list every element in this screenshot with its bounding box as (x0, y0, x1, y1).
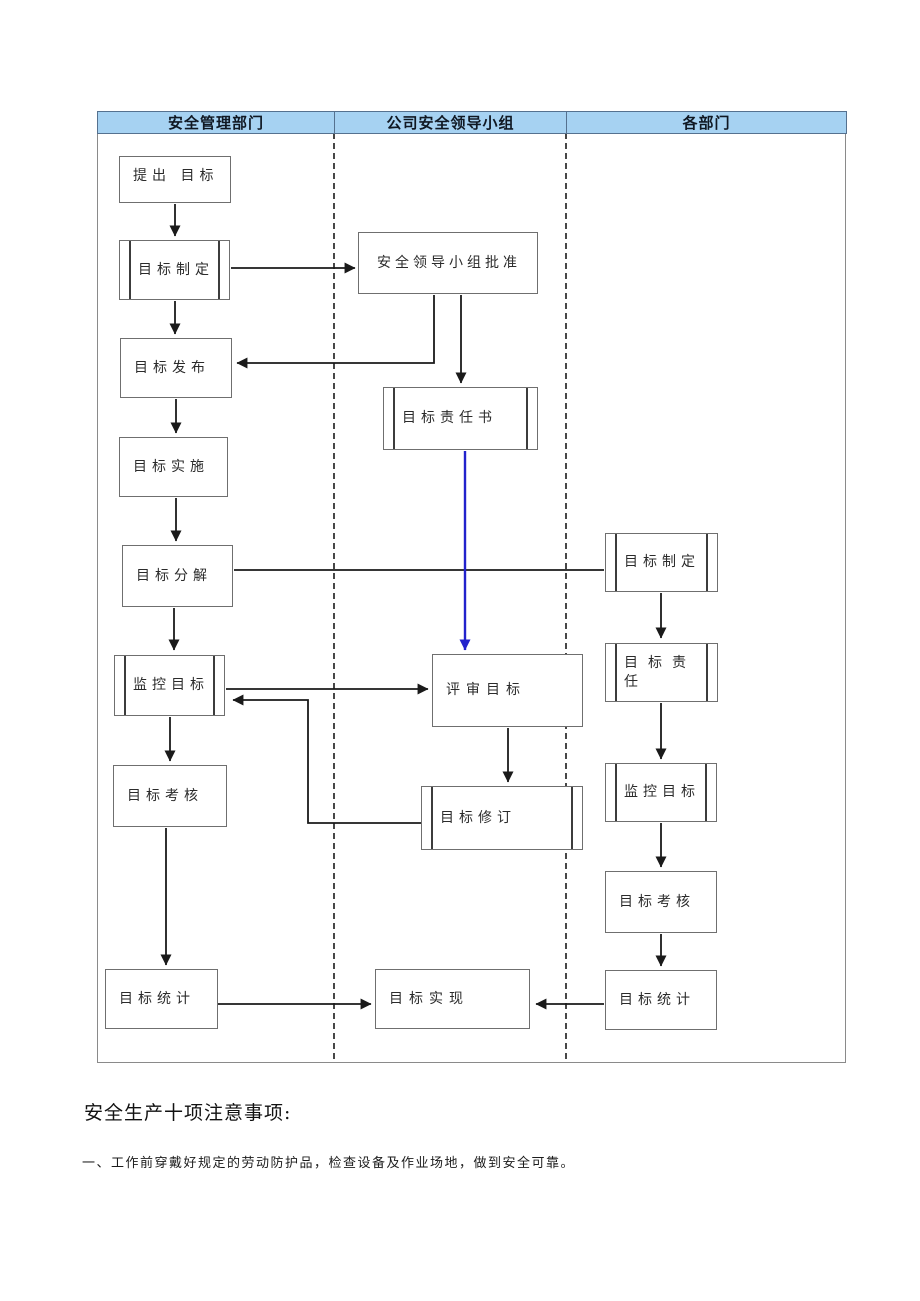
box-goal-assessment-right: 目标考核 (605, 871, 717, 933)
box-label: 目标修订 (440, 809, 516, 826)
box-label: 目标考核 (127, 787, 203, 804)
lane-header-each-department: 各部门 (566, 111, 847, 134)
box-goal-revision: 目标修订 (421, 786, 583, 850)
box-goal-responsibility-document: 目标责任书 (383, 387, 538, 450)
box-goal-statistics-left: 目标统计 (105, 969, 218, 1029)
box-label: 提出 目标 (133, 168, 219, 184)
notes-title: 安全生产十项注意事项: (84, 1102, 292, 1124)
box-leadership-group-approval: 安全领导小组批准 (358, 232, 538, 294)
box-label: 评审目标 (446, 682, 526, 699)
lane-label: 公司安全领导小组 (386, 114, 515, 132)
lane-header-safety-management-dept: 安全管理部门 (97, 111, 335, 134)
box-monitor-goals-right: 监控目标 (605, 763, 717, 822)
lane-label: 安全管理部门 (167, 114, 264, 132)
box-label: 目标制定 (624, 554, 700, 571)
box-monitor-goals-left: 监控目标 (114, 655, 225, 716)
box-label: 目标分解 (136, 567, 212, 584)
lane-header-company-safety-leading-group: 公司安全领导小组 (334, 111, 567, 134)
box-label: 目标考核 (619, 893, 695, 910)
box-goal-implementation: 目标实施 (119, 437, 228, 497)
lane-label: 各部门 (682, 114, 731, 132)
box-label: 目标实施 (133, 458, 209, 475)
box-label: 目标制定 (138, 261, 214, 278)
box-goal-release: 目标发布 (120, 338, 232, 398)
box-goal-decomposition: 目标分解 (122, 545, 233, 607)
box-goal-assessment-left: 目标考核 (113, 765, 227, 827)
box-label: 目标责任 (624, 654, 696, 690)
box-goal-formulation-left: 目标制定 (119, 240, 230, 300)
box-label: 监控目标 (133, 677, 209, 694)
box-goal-formulation-right: 目标制定 (605, 533, 718, 592)
box-goal-statistics-right: 目标统计 (605, 970, 717, 1030)
box-propose-goal: 提出 目标 (119, 156, 231, 203)
box-goal-achievement: 目标实现 (375, 969, 530, 1029)
box-goal-responsibility-right: 目标责任 (605, 643, 718, 702)
notes-item-1: 一、工作前穿戴好规定的劳动防护品，检查设备及作业场地，做到安全可靠。 (82, 1156, 576, 1171)
box-label: 目标责任书 (402, 410, 497, 427)
box-label: 目标发布 (134, 359, 210, 376)
box-label: 目标统计 (119, 990, 195, 1007)
box-label: 监控目标 (624, 784, 700, 801)
box-label: 安全领导小组批准 (377, 254, 521, 271)
box-review-goals: 评审目标 (432, 654, 583, 727)
box-label: 目标统计 (619, 991, 695, 1008)
box-label: 目标实现 (389, 990, 469, 1007)
